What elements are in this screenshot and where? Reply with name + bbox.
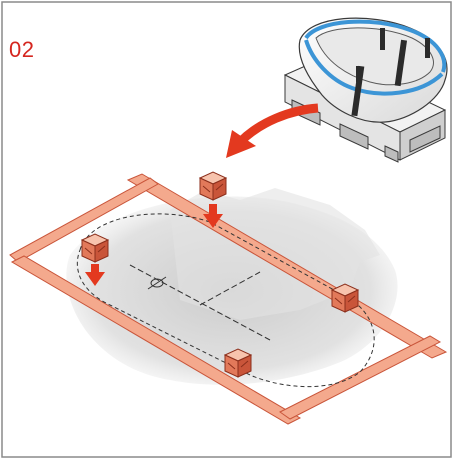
tub-footprint-outline xyxy=(76,213,375,388)
packing-block xyxy=(223,348,253,378)
packing-block xyxy=(330,283,360,313)
tape-strip-top xyxy=(9,177,159,263)
down-arrow-icon xyxy=(203,204,223,228)
bathtub-on-pallet-illustration xyxy=(283,17,448,163)
tape-strip-bottom xyxy=(279,335,442,420)
step-number: 02 xyxy=(9,37,35,62)
packing-block xyxy=(198,171,228,201)
down-arrow-icon xyxy=(85,264,105,286)
curved-arrow-icon xyxy=(226,103,319,158)
centerline-marks xyxy=(129,264,271,341)
packing-block xyxy=(80,233,110,263)
tape-strip-left xyxy=(10,255,302,425)
